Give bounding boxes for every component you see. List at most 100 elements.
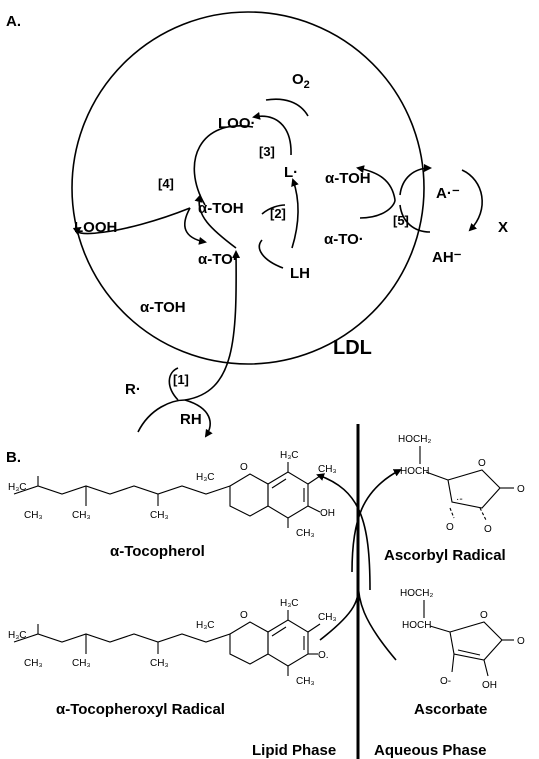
rh-label: RH	[180, 411, 202, 428]
tocopheroxyl-ch3-right: CH₃	[318, 612, 337, 623]
tocopheroxyl-h3c-chain: H₃C	[8, 630, 27, 641]
arc-step5-a	[399, 164, 432, 196]
arc-to-center	[184, 207, 207, 245]
arc-step5-ah	[399, 204, 431, 233]
panel-a-label: A.	[6, 13, 21, 30]
loo-radical: LOO·	[218, 115, 256, 132]
tocopheroxyl-h3c-top: H₃C	[280, 598, 299, 609]
ldl-circle	[71, 11, 425, 365]
step-1-label: [1]	[173, 372, 189, 387]
tocopherol-o-ring: O	[240, 462, 248, 473]
o2-label: O2	[292, 71, 310, 91]
lh-label: LH	[290, 265, 310, 282]
arc-step1-rh	[184, 399, 213, 438]
arc-step3	[252, 111, 292, 156]
panel-b-label: B.	[6, 449, 21, 466]
arc-step1-r	[137, 399, 186, 433]
ascorbate-ah: AH⁻	[432, 249, 462, 266]
l-radical: L·	[284, 164, 298, 181]
arc-step5-top	[356, 165, 396, 201]
ato-radical-center: α-TO·	[198, 251, 238, 268]
ascorbate-label: Ascorbate	[414, 701, 487, 718]
atoh-inner: α-TOH	[198, 200, 244, 217]
arrow-from-ascorbate	[357, 579, 397, 661]
ascorbyl-radical-charge: ·-	[456, 494, 463, 505]
lipid-phase-label: Lipid Phase	[252, 742, 336, 759]
tocopherol-oh: OH	[320, 508, 335, 519]
tocopherol-oh-bond	[307, 505, 321, 513]
tocopherol-ch3-1: CH₃	[24, 510, 43, 521]
tocopheroxyl-o-ring: O	[240, 610, 248, 621]
tocopheroxyl-o-radical: O.	[318, 650, 329, 661]
arc-step2-in	[261, 204, 286, 215]
tocopherol-h3c-chain: H₃C	[8, 482, 27, 493]
tocopherol-h3c-left: H₃C	[196, 472, 215, 483]
ascorbyl-ring-o: O	[478, 458, 486, 469]
tocopheroxyl-double-1	[271, 626, 287, 637]
tocopherol-double-1	[271, 478, 287, 489]
ascorbate-oh: OH	[482, 680, 497, 691]
r-radical: R·	[125, 381, 141, 398]
arc-looh	[72, 207, 191, 235]
arc-step1-atoh	[168, 367, 179, 401]
looh-label: LOOH	[74, 219, 117, 236]
tocopheroxyl-phytyl-chain	[13, 633, 231, 643]
ascorbyl-o-right: O	[484, 524, 492, 535]
step-4-label: [4]	[158, 176, 174, 191]
ascorbate-lactone-ring	[449, 621, 503, 661]
step-2-label: [2]	[270, 206, 286, 221]
ascorbate-oh-bond	[483, 659, 489, 677]
tocopherol-h3c-top: H₃C	[280, 450, 299, 461]
ascorbyl-radical-a: A·⁻	[436, 185, 460, 202]
ascorbate-hoch: HOCH	[402, 620, 431, 631]
tocopheroxyl-aromatic-ring	[267, 619, 309, 667]
tocopheroxyl-ch3-3: CH₃	[150, 658, 169, 669]
tocopheroxyl-ring-methyl-right	[307, 623, 321, 633]
ascorbate-hoch2: HOCH₂	[400, 588, 433, 599]
ascorbate-ring-o: O	[480, 610, 488, 621]
tocopheroxyl-ch3-bottom: CH₃	[296, 676, 315, 687]
ascorbate-carbonyl-o: O	[517, 636, 525, 647]
tocopherol-pyran-ring	[229, 473, 269, 517]
arc-o2	[265, 98, 309, 117]
arc-step5-in	[359, 199, 396, 219]
arrow-from-tocopheroxyl	[319, 579, 360, 641]
ascorbyl-side-chain-2	[425, 471, 449, 481]
ascorbyl-o-left: O	[446, 522, 454, 533]
ato-radical-right: α-TO·	[324, 231, 364, 248]
ascorbate-o-minus: O-	[440, 676, 451, 687]
ascorbyl-hoch: HOCH	[400, 466, 429, 477]
x-label: X	[498, 219, 508, 236]
tocopherol-aromatic-ring	[267, 471, 309, 519]
tocopheroxyl-h3c-left: H₃C	[196, 620, 215, 631]
ascorbyl-carbonyl-o: O	[517, 484, 525, 495]
arc-step4-return	[194, 194, 237, 249]
tocopherol-phytyl-chain	[13, 485, 231, 495]
ascorbyl-label: Ascorbyl Radical	[384, 547, 506, 564]
arc-step4	[193, 125, 254, 206]
arc-x	[461, 169, 483, 232]
arrow-to-tocopherol	[316, 473, 371, 591]
tocopherol-label: α-Tocopherol	[110, 543, 205, 560]
tocopheroxyl-ch3-1: CH₃	[24, 658, 43, 669]
arc-step2	[291, 178, 299, 249]
arc-step1-up	[184, 250, 241, 401]
aqueous-phase-label: Aqueous Phase	[374, 742, 487, 759]
tocopheroxyl-ch3-2: CH₃	[72, 658, 91, 669]
tocopherol-ch3-2: CH₃	[72, 510, 91, 521]
ascorbyl-lactone-ring	[447, 469, 501, 509]
atoh-bottom: α-TOH	[140, 299, 186, 316]
ascorbate-double-bond	[457, 649, 481, 656]
ascorbyl-hoch2: HOCH₂	[398, 434, 431, 445]
atoh-top: α-TOH	[325, 170, 371, 187]
ascorbate-side-chain-2	[429, 625, 451, 633]
tocopherol-ch3-right: CH₃	[318, 464, 337, 475]
ascorbyl-delocalized-2	[479, 507, 487, 521]
ldl-label: LDL	[333, 337, 372, 359]
tocopherol-ch3-bottom: CH₃	[296, 528, 315, 539]
tocopherol-ring-methyl-right	[307, 475, 321, 485]
step-5-label: [5]	[393, 213, 409, 228]
tocopherol-ch3-3: CH₃	[150, 510, 169, 521]
